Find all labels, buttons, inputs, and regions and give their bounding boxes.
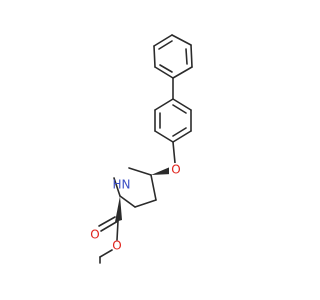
- pyrrolidine-ring: [113, 167, 157, 208]
- bond-c-o-ester: [116, 220, 119, 241]
- bond: [172, 98, 192, 111]
- stereo-wedge-c4-oxygen: [151, 167, 172, 175]
- bond-double-inner: [172, 104, 187, 114]
- ester-group: [98, 216, 119, 264]
- bond-double-inner: [159, 64, 173, 73]
- bond-carbonyl-double: [100, 220, 119, 232]
- bond-o-methyl: [99, 249, 113, 258]
- oxygen-ester-label: O: [112, 239, 121, 253]
- oxygen-ether-label: O: [171, 163, 180, 177]
- bond: [172, 130, 192, 143]
- oxygen-carbonyl-label: O: [90, 228, 99, 242]
- nitrogen-label: N: [122, 178, 131, 192]
- hydrogen-label: H: [112, 178, 121, 192]
- phenyl-ring-top: [153, 34, 193, 79]
- bond-carbonyl-double: [98, 216, 116, 227]
- bond: [134, 199, 157, 208]
- bond-double-inner: [172, 127, 187, 137]
- bond-double-inner: [158, 40, 173, 50]
- bond: [154, 98, 174, 111]
- bond: [171, 34, 192, 46]
- bond: [113, 177, 121, 197]
- bond: [150, 174, 157, 201]
- bond-aryl-oxygen: [172, 141, 176, 164]
- stereo-wedge-c2-carbonyl: [115, 196, 122, 222]
- bond: [154, 130, 174, 143]
- phenyl-ring-middle: [154, 98, 192, 143]
- bond: [172, 66, 193, 79]
- bond: [128, 167, 152, 176]
- bond: [153, 34, 173, 47]
- atom-labels: O H N O O: [90, 163, 181, 253]
- molecule-structure: O H N O O: [90, 34, 193, 264]
- bond-double-inner: [185, 48, 188, 65]
- bond: [154, 66, 174, 79]
- bond: [119, 195, 136, 208]
- bond: [190, 44, 193, 68]
- bond: [153, 45, 156, 68]
